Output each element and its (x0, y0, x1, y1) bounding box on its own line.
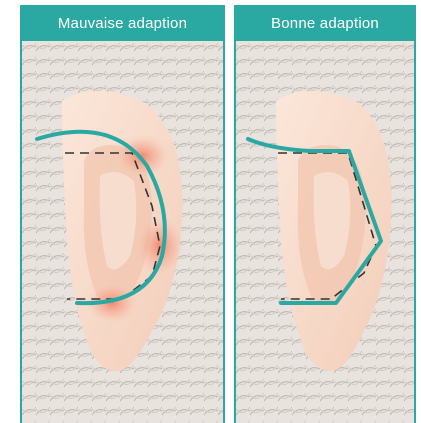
panel-header: Bonne adaption (236, 5, 414, 41)
irritation-spot-middle (136, 216, 184, 276)
panel-title: Mauvaise adaption (58, 15, 187, 32)
panel-header: Mauvaise adaption (22, 5, 223, 41)
panel-title: Bonne adaption (271, 15, 379, 32)
ear-illustration (22, 41, 223, 423)
panel-bad-fit: Mauvaise adaption (20, 5, 225, 423)
panel-good-fit: Bonne adaption (234, 5, 416, 423)
ear-illustration (236, 41, 414, 423)
